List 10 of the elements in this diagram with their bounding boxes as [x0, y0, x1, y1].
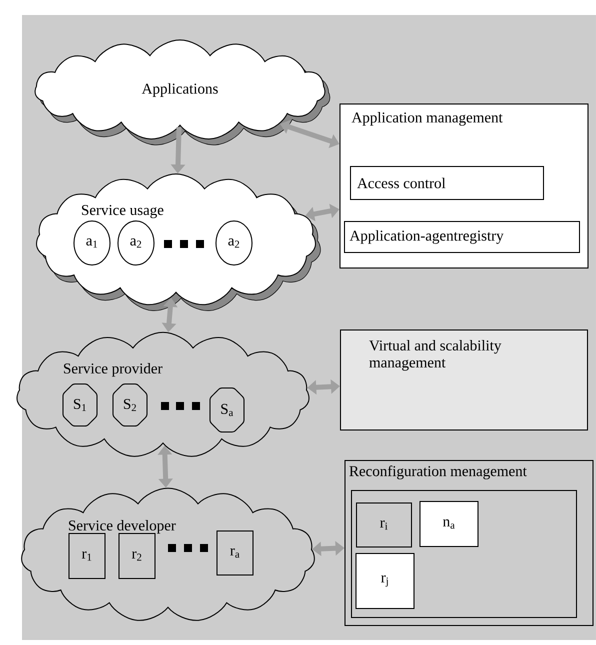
box: r$_{a}$ [216, 530, 254, 576]
cloud: Applications [34, 40, 330, 146]
box: n$_{a}$ [420, 501, 478, 547]
box: Access control [350, 166, 544, 200]
box: Virtual and scalability management [340, 330, 588, 430]
box: r$_{i}$ [356, 502, 412, 548]
box: Application-agentregistry [344, 221, 580, 253]
box: r$_{2}$ [118, 533, 156, 579]
box: r$_{j}$ [356, 553, 414, 609]
box: r$_{1}$ [68, 533, 106, 579]
